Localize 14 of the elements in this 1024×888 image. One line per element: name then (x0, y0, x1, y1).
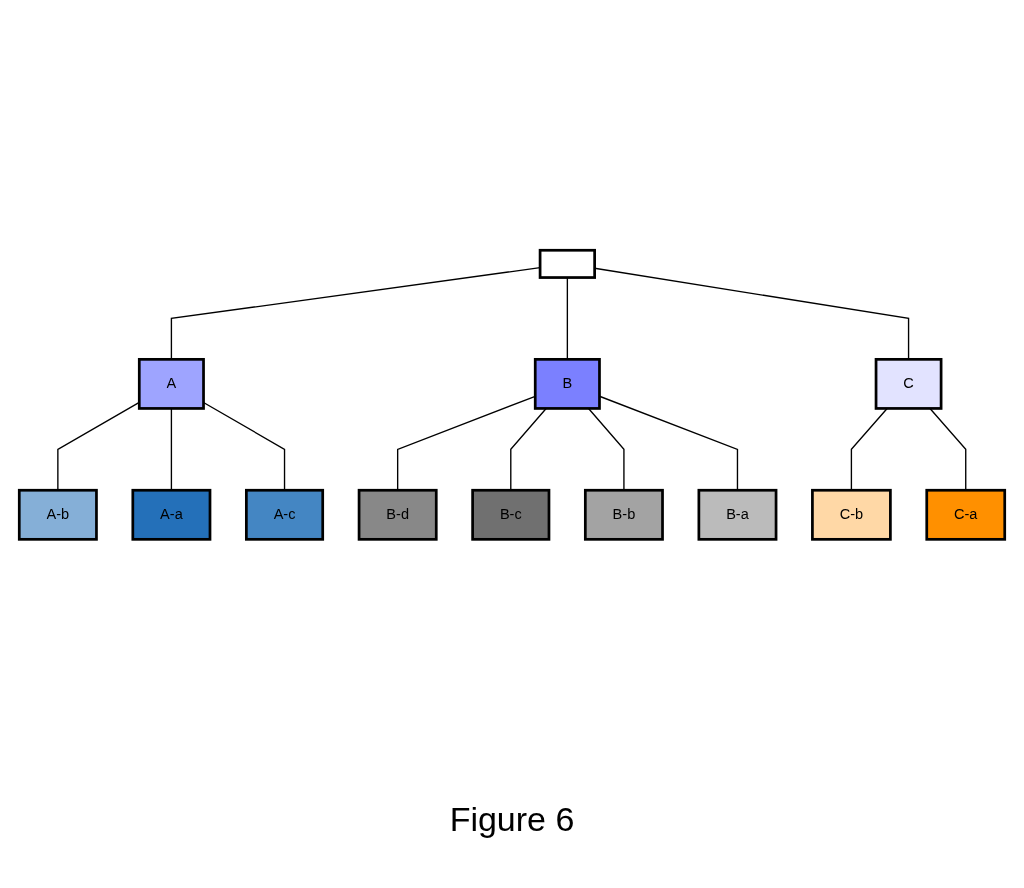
node-box: A (137, 358, 205, 410)
node-box: C (874, 358, 943, 410)
node-box: A-a (131, 489, 212, 541)
node-box: B (533, 358, 601, 410)
node-box: A-b (17, 489, 98, 541)
node-box: B-c (471, 489, 551, 541)
figure-caption: Figure 6 (449, 800, 575, 839)
node-box: C-b (811, 489, 892, 541)
node-box (538, 249, 596, 280)
node-box: A-c (245, 489, 325, 541)
node-box: C-a (925, 489, 1007, 541)
node-box: B-d (357, 489, 438, 541)
node-box: B-a (697, 489, 778, 541)
node-box: B-b (583, 489, 664, 541)
